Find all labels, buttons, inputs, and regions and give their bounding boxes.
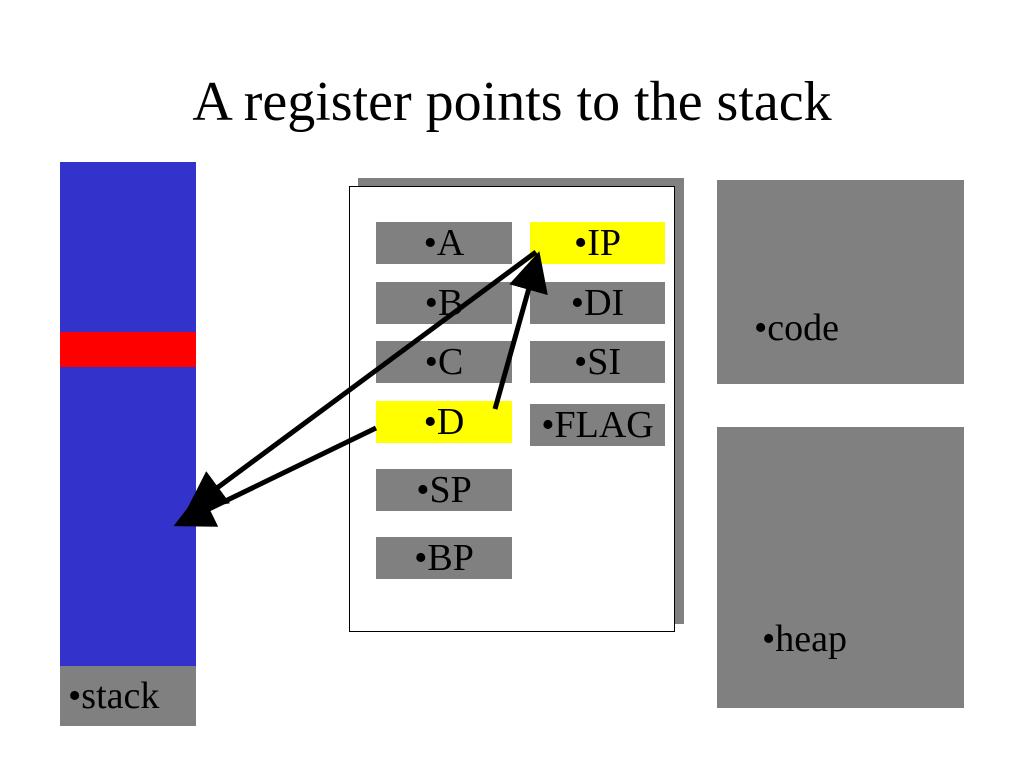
slide-title: A register points to the stack [192, 71, 832, 133]
register-c: •C [376, 341, 512, 383]
stack-label: •stack [60, 666, 196, 726]
arrow-d-to-stack [173, 425, 378, 527]
register-bp: •BP [376, 537, 512, 579]
stack-pointer-mark [60, 332, 196, 367]
register-si: •SI [530, 341, 665, 383]
arrow-ip-to-stack [185, 249, 538, 511]
stack-segment [60, 162, 196, 666]
register-sp: •SP [376, 469, 512, 511]
arrow-d-to-ip [492, 251, 548, 410]
heap-label: •heap [762, 618, 848, 660]
heap-segment: •heap [717, 427, 964, 708]
code-label: •code [754, 307, 840, 349]
register-di: •DI [530, 282, 665, 324]
register-flag: •FLAG [530, 404, 665, 446]
register-d: •D [376, 401, 512, 443]
register-a: •A [376, 222, 512, 264]
code-segment: •code [717, 180, 964, 384]
register-ip: •IP [530, 222, 665, 264]
